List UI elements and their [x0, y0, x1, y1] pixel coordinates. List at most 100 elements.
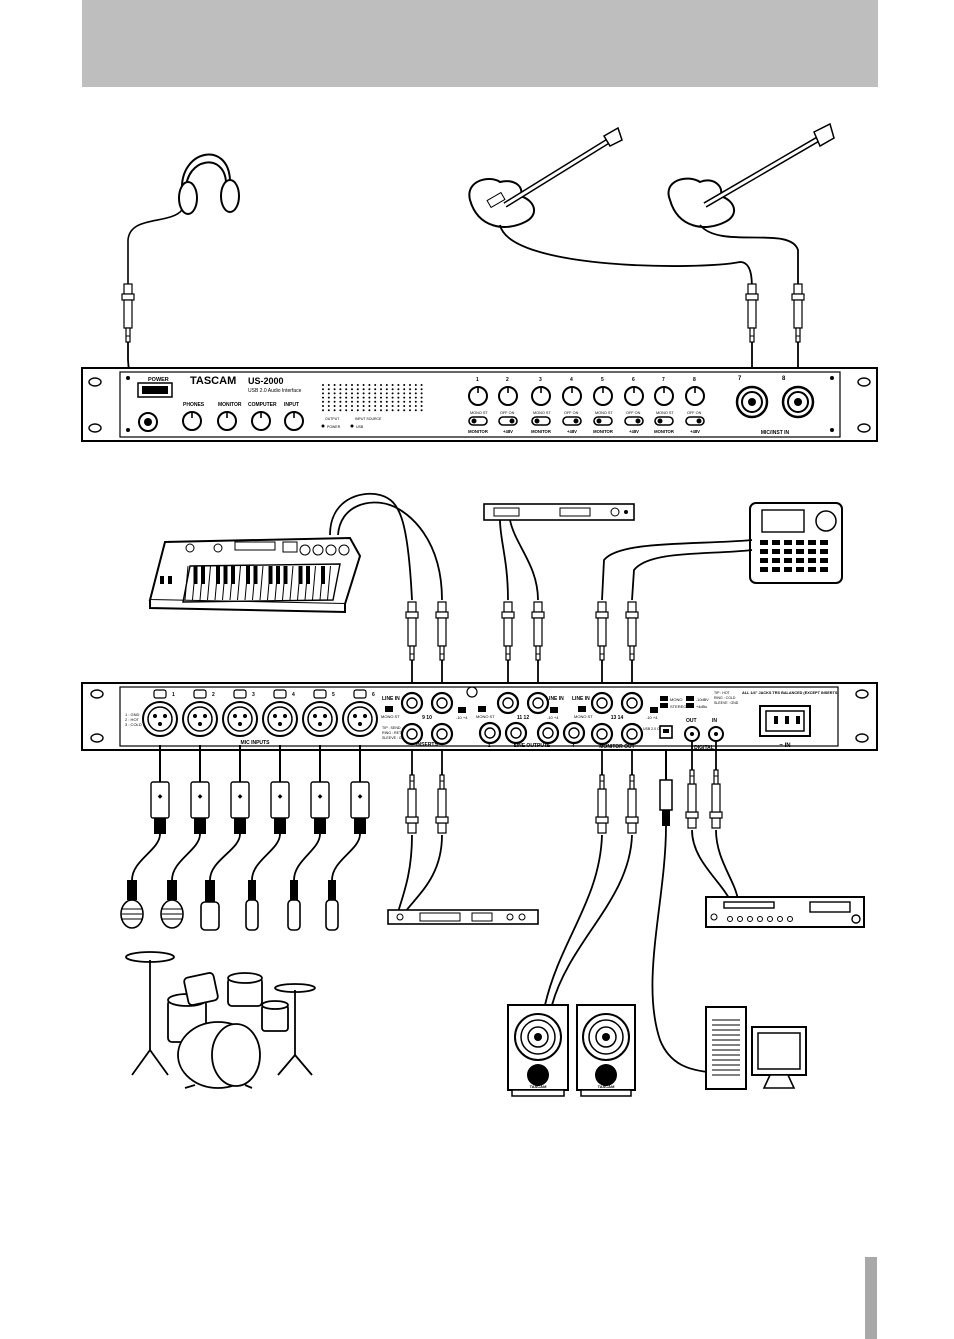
front-panel: POWER TASCAM US-2000 USB 2.0 Audio Inter… [81, 367, 878, 442]
switch-top-label: OFF ON [564, 411, 579, 415]
line-out-2-jack[interactable] [504, 721, 528, 745]
left-speaker-icon: TASCAM [507, 1004, 569, 1097]
mic-number: 1 [172, 692, 175, 698]
monitor-knob[interactable] [217, 411, 237, 431]
xlr-plug [230, 781, 250, 835]
computer-icon [705, 1006, 807, 1090]
line-in-11-jack[interactable] [496, 691, 520, 715]
computer-knob-label: COMPUTER [248, 402, 277, 408]
headphones-icon [127, 153, 240, 290]
gain-knob[interactable] [498, 386, 518, 406]
gain-knob[interactable] [685, 386, 705, 406]
switch-top-label: MONO ST [533, 411, 551, 415]
gain-knob[interactable] [654, 386, 674, 406]
channel-number: 6 [632, 377, 635, 383]
brand-logo: TASCAM [190, 375, 236, 387]
ac-inlet[interactable] [759, 705, 811, 737]
pair-13-14: 13 14 [611, 715, 624, 721]
drum-kit-icon [125, 951, 316, 1089]
output-label: OUTPUT [325, 417, 340, 421]
line-in-9-jack[interactable] [400, 691, 424, 715]
mic-input-jack[interactable] [142, 701, 178, 737]
mic-number: 2 [212, 692, 215, 698]
page-edge-tab [865, 1257, 877, 1339]
gain-knob[interactable] [531, 386, 551, 406]
combo-input-7[interactable] [735, 385, 769, 419]
power-led-label: POWER [327, 425, 341, 429]
switch-bottom-label: +48V [503, 429, 513, 434]
line-out-3-jack[interactable] [536, 721, 560, 745]
insert-ring: RING : RETURN [382, 731, 409, 735]
effects-processor-icon [483, 503, 635, 601]
input-knob-label: INPUT [284, 402, 299, 408]
mic-input-jack[interactable] [302, 701, 338, 737]
left-speaker-brand: TASCAM [530, 1084, 547, 1089]
insert-sleeve: SLEEVE : GND [382, 736, 407, 740]
line-in-10-jack[interactable] [430, 691, 454, 715]
switch-bottom-label: MONITOR [654, 429, 674, 434]
gain-knob[interactable] [624, 386, 644, 406]
gain-knob[interactable] [468, 386, 488, 406]
line-out-1-jack[interactable] [478, 721, 502, 745]
digital-out-jack[interactable] [684, 726, 700, 742]
phones-jack[interactable] [138, 412, 158, 432]
channel-number: 5 [601, 377, 604, 383]
mic-number: 3 [252, 692, 255, 698]
input-source-label: INPUT SOURCE [355, 417, 382, 421]
combo-input-8[interactable] [781, 385, 815, 419]
line-out-num-2: 2 [514, 743, 517, 748]
xlr-plug [310, 781, 330, 835]
line-in-12-jack[interactable] [526, 691, 550, 715]
mic-number: 5 [332, 692, 335, 698]
mono-label: MONO [670, 697, 682, 702]
input-knob[interactable] [284, 411, 304, 431]
gain-knob[interactable] [562, 386, 582, 406]
digital-out-label: OUT [686, 718, 697, 724]
insert-7-jack[interactable] [400, 722, 424, 746]
header-band [82, 0, 878, 87]
level-opt-1: -10dBV [696, 698, 709, 702]
xlr-pin-3: 3 : COLD [125, 722, 142, 727]
line-out-num-3: 3 [546, 743, 549, 748]
mic-input-jack[interactable] [262, 701, 298, 737]
xlr-plug [270, 781, 290, 835]
switch-top-label: MONO ST [470, 411, 488, 415]
switch-bottom-label: MONITOR [531, 429, 551, 434]
drum-machine-icon [601, 502, 843, 601]
switch-bottom-label: +48V [629, 429, 639, 434]
mic-input-jack[interactable] [182, 701, 218, 737]
line-out-num-1: 1 [488, 743, 491, 748]
usb-only-label: USB 2.0 ONLY [643, 727, 667, 731]
mic-input-jack[interactable] [342, 701, 378, 737]
level-9-10: -10 +4 [456, 715, 468, 720]
mono-st-9-10: MONO ST [381, 714, 400, 719]
monitor-knob-label: MONITOR [218, 402, 242, 408]
mono-st-11-12: MONO ST [476, 714, 495, 719]
mic-input-jack[interactable] [222, 701, 258, 737]
switch-top-label: OFF ON [626, 411, 641, 415]
gain-knob[interactable] [593, 386, 613, 406]
mic-inputs-label: MIC INPUTS [241, 740, 271, 746]
xlr-plug [150, 781, 170, 835]
monitor-out-r-jack[interactable] [620, 722, 644, 746]
computer-knob[interactable] [251, 411, 271, 431]
insert-8-jack[interactable] [430, 722, 454, 746]
monitor-out-label: MONITOR OUT [599, 744, 634, 750]
switch-bottom-label: MONITOR [593, 429, 613, 434]
level-13-14: -10 +4 [646, 715, 658, 720]
phones-knob[interactable] [182, 411, 202, 431]
channel-number: 7 [662, 377, 665, 383]
midi-keyboard-icon [148, 492, 443, 614]
channel-number: 3 [539, 377, 542, 383]
line-in-14-jack[interactable] [620, 691, 644, 715]
digital-in-jack[interactable] [708, 726, 724, 742]
level-opt-2: +4dBu [696, 705, 707, 709]
channel-number: 1 [476, 377, 479, 383]
monitor-out-l-jack[interactable] [590, 722, 614, 746]
channel-number: 2 [506, 377, 509, 383]
line-in-13-jack[interactable] [590, 691, 614, 715]
line-out-4-jack[interactable] [562, 721, 586, 745]
